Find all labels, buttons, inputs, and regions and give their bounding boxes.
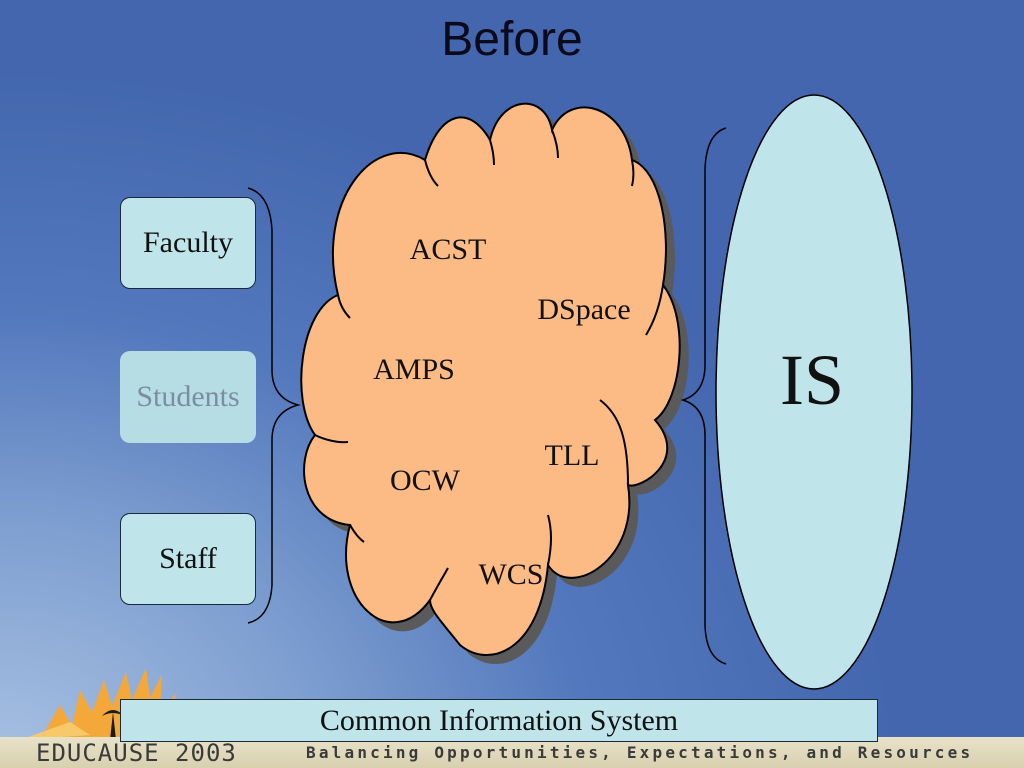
system-label-ocw: OCW bbox=[390, 464, 461, 497]
cloud-arc bbox=[314, 434, 349, 444]
cloud-arc bbox=[551, 129, 559, 159]
cloud-arc bbox=[349, 524, 365, 543]
system-label-amps: AMPS bbox=[373, 353, 455, 386]
cloud-arc bbox=[599, 399, 629, 486]
slide-title: Before bbox=[441, 13, 583, 66]
user-group-staff: Staff bbox=[120, 513, 256, 605]
cloud-arc bbox=[631, 159, 635, 187]
footer-tagline: Balancing Opportunities, Expectations, a… bbox=[306, 743, 974, 762]
system-label-wcs: WCS bbox=[478, 558, 543, 591]
footer-conference-name: EDUCAUSE 2003 bbox=[36, 739, 237, 767]
cloud-arc bbox=[424, 159, 439, 187]
cloud-arc bbox=[429, 567, 449, 601]
system-label-tll: TLL bbox=[545, 439, 600, 472]
cloud-arc bbox=[337, 294, 351, 319]
cloud-arc bbox=[489, 139, 495, 166]
system-label-dspace: DSpace bbox=[537, 293, 630, 326]
system-label-acst: ACST bbox=[410, 233, 487, 266]
right-brace bbox=[680, 127, 727, 665]
cloud-arc bbox=[645, 284, 664, 336]
user-group-students: Students bbox=[120, 351, 256, 443]
is-label: IS bbox=[780, 340, 844, 420]
common-information-system-box: Common Information System bbox=[120, 699, 878, 742]
systems-cloud bbox=[300, 102, 681, 656]
left-brace bbox=[247, 187, 301, 624]
is-ellipse bbox=[715, 94, 913, 690]
footer-band bbox=[0, 737, 1024, 768]
user-group-faculty: Faculty bbox=[120, 197, 256, 289]
cloud-arc bbox=[547, 514, 552, 566]
